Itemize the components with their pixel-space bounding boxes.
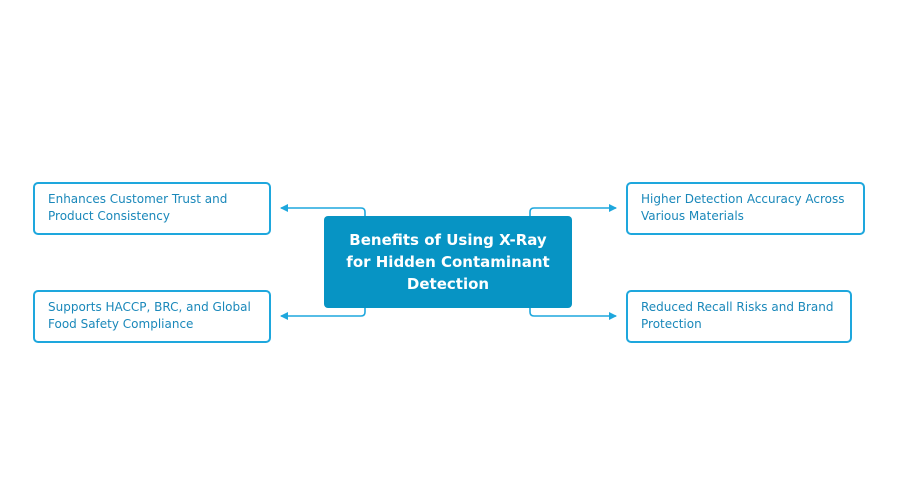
branch-node-detection-accuracy[interactable]: Higher Detection Accuracy Across Various… bbox=[626, 182, 865, 235]
branch-label-recall-risks: Reduced Recall Risks and Brand Protectio… bbox=[641, 300, 834, 331]
connector-top-right bbox=[529, 204, 617, 216]
branch-label-customer-trust: Enhances Customer Trust and Product Cons… bbox=[48, 192, 228, 223]
central-topic-node[interactable]: Benefits of Using X-Ray for Hidden Conta… bbox=[324, 216, 572, 308]
branch-node-compliance[interactable]: Supports HACCP, BRC, and Global Food Saf… bbox=[33, 290, 271, 343]
central-topic-title: Benefits of Using X-Ray for Hidden Conta… bbox=[346, 231, 550, 293]
connector-bottom-right bbox=[529, 308, 617, 320]
branch-node-recall-risks[interactable]: Reduced Recall Risks and Brand Protectio… bbox=[626, 290, 852, 343]
branch-label-compliance: Supports HACCP, BRC, and Global Food Saf… bbox=[48, 300, 251, 331]
branch-label-detection-accuracy: Higher Detection Accuracy Across Various… bbox=[641, 192, 845, 223]
branch-node-customer-trust[interactable]: Enhances Customer Trust and Product Cons… bbox=[33, 182, 271, 235]
connector-bottom-left bbox=[280, 308, 366, 320]
connector-top-left bbox=[280, 204, 366, 216]
